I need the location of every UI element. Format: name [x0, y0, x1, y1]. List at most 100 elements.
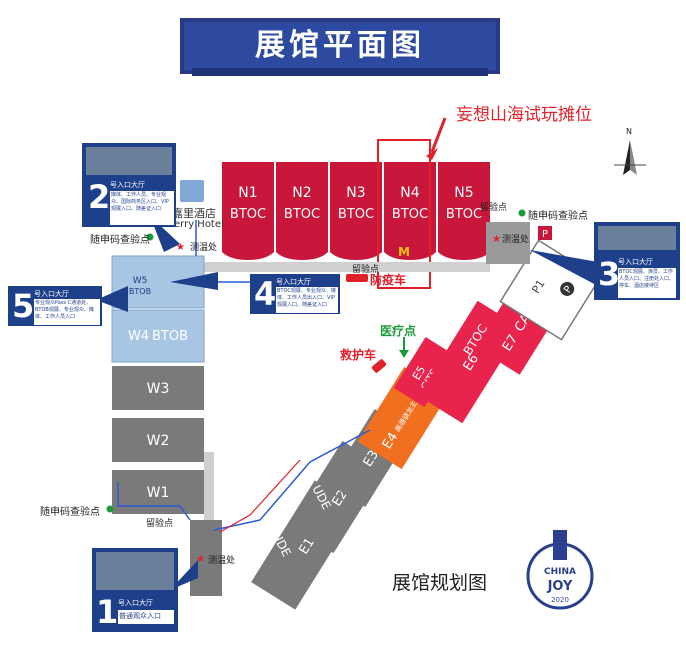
hotel-name-zh: 嘉里酒店	[172, 207, 216, 220]
temp-star-1: ★	[176, 242, 185, 253]
hall-w5-id: W5	[133, 276, 148, 286]
gate-2-desc: 媒体、工作人员、专业观众、国际商务区入口、VIP观展入口、随差证入口	[110, 191, 174, 225]
gate-1-desc: 普通观众入口	[118, 610, 174, 624]
route-east-red	[219, 459, 301, 533]
hotel-icon	[180, 180, 204, 202]
plan-subtitle: 展馆规划图	[392, 572, 488, 594]
code-check-marker-1	[146, 233, 154, 241]
svg-text:N: N	[626, 127, 632, 136]
hall-w4[interactable]: W4 BTOB	[111, 309, 205, 363]
logo-year: 2020	[551, 596, 569, 604]
hotel-name-en: erry Hotel	[174, 219, 224, 230]
gate4-leader	[170, 272, 218, 290]
ambulance-icon	[371, 359, 387, 373]
gate-5-title: 号入口大厅	[34, 290, 69, 298]
epidemic-car-label: 防疫车	[370, 273, 407, 287]
booth-callout: 妄想山海试玩摊位	[456, 105, 592, 125]
temp-label-2: 测温处	[502, 235, 530, 245]
west-walkway	[204, 452, 214, 532]
gate-card-1[interactable]: 1 号入口大厅 普通观众入口	[92, 548, 178, 632]
hall-e7-id: E7	[500, 332, 521, 354]
gate-card-4[interactable]: 4 号入口大厅 BTOC观展、专业观众、媒体、工作人员出入口、VIP观展入口、随…	[250, 274, 340, 314]
code-check-label-2: 随申码查验点	[528, 211, 588, 222]
gate-3-number: 3	[598, 255, 621, 293]
hall-n4-id: N4	[400, 185, 419, 201]
hall-n4[interactable]: N4 BTOC M	[384, 162, 436, 260]
logo-top: CHINA	[544, 567, 576, 577]
hall-e6-id: E6	[461, 352, 482, 374]
code-check-marker-2	[518, 209, 526, 217]
gate-2-photo	[86, 147, 172, 175]
north-corridor	[200, 262, 490, 272]
gate-1-title: 号入口大厅	[118, 599, 153, 607]
hall-n2-type: BTOC	[284, 207, 320, 222]
gate-5-desc: 专业观众Pass C通道处、BTOB观展、专业观众、媒体、工作人员入口	[34, 299, 100, 325]
temp-label-3: 测温处	[208, 556, 236, 566]
temp-label-1: 测温处	[190, 243, 218, 253]
gate-card-5[interactable]: 5 号入口大厅 专业观众Pass C通道处、BTOB观展、专业观众、媒体、工作人…	[8, 286, 102, 326]
gate-card-2[interactable]: 2 号入口大厅 媒体、工作人员、专业观众、国际商务区入口、VIP观展入口、随差证…	[82, 143, 176, 227]
hall-n5[interactable]: N5 BTOC	[438, 162, 490, 260]
code-check-marker-3	[106, 505, 114, 513]
gate-1-photo	[96, 552, 174, 590]
gate3-parking-symbol: P	[542, 229, 548, 240]
medical-label: 医疗点	[380, 324, 417, 338]
n4-highlight-box	[377, 139, 431, 289]
stay-label-2: 留验点	[352, 265, 380, 275]
gate-2-number: 2	[88, 178, 111, 216]
gate-card-3[interactable]: 3 号入口大厅 BTOC观展、演员、工作人员入口、注册处入口、停车、酒店接待区	[594, 222, 680, 300]
temp-star-2: ★	[492, 234, 501, 245]
hall-w1-id: W1	[147, 485, 170, 501]
stay-label-3: 留验点	[146, 519, 174, 529]
hall-e5-id: E5	[410, 364, 428, 383]
gate-5-number: 5	[12, 287, 35, 325]
stay-label-1: 留验点	[480, 203, 508, 213]
route-east	[213, 429, 371, 531]
parking-p1-id: P1	[529, 277, 547, 295]
hall-w4-id: W4	[128, 329, 149, 344]
gate-3-desc: BTOC观展、演员、工作人员入口、注册处入口、停车、酒店接待区	[618, 268, 676, 298]
gate-4-title: 号入口大厅	[276, 278, 311, 286]
gate-3-title: 号入口大厅	[618, 258, 653, 266]
hall-w4-type: BTOB	[152, 329, 188, 344]
code-check-label-1: 随申码查验点	[90, 235, 150, 246]
hall-n3-type: BTOC	[338, 207, 374, 222]
callout-arrow	[430, 117, 447, 153]
map-title: 展馆平面图	[180, 18, 500, 76]
hall-n2[interactable]: N2 BTOC	[276, 162, 328, 260]
epidemic-car-icon	[346, 274, 368, 282]
gate-1-number: 1	[96, 593, 119, 631]
hall-w3-id: W3	[147, 381, 170, 397]
hall-n5-id: N5	[454, 185, 473, 201]
parking-p1-symbol: P	[562, 284, 575, 295]
gate-4-number: 4	[254, 275, 277, 313]
gate-3-photo	[598, 226, 676, 250]
hall-w2-id: W2	[147, 433, 170, 449]
route-gate1	[117, 482, 191, 521]
hall-w3[interactable]: W3	[112, 366, 204, 410]
gate-2-title: 号入口大厅	[110, 181, 145, 189]
gate5-leader	[96, 286, 128, 312]
hall-n1-type: BTOC	[230, 207, 266, 222]
hall-w2[interactable]: W2	[112, 418, 204, 462]
hall-w5-type: BTOB	[129, 287, 151, 296]
gate1-building	[190, 520, 222, 596]
hall-e4-id: E4	[380, 430, 401, 452]
hall-w1[interactable]: W1	[112, 470, 204, 514]
gate3-leader	[530, 250, 598, 286]
hall-n4-type: BTOC	[392, 207, 428, 222]
compass-icon: N	[614, 127, 646, 175]
mcdonalds-icon: M	[398, 245, 410, 259]
hall-n1[interactable]: N1 BTOC	[222, 162, 274, 260]
hall-n3-id: N3	[346, 185, 365, 201]
hall-n3[interactable]: N3 BTOC	[330, 162, 382, 260]
logo-bottom: JOY	[547, 579, 573, 594]
code-check-label-3: 随申码查验点	[40, 507, 100, 518]
temp-star-3: ★	[196, 554, 205, 565]
parking-icon-gate3	[538, 226, 552, 240]
hall-n1-id: N1	[238, 185, 257, 201]
medical-arrowhead	[399, 350, 409, 358]
hall-n2-id: N2	[292, 185, 311, 201]
